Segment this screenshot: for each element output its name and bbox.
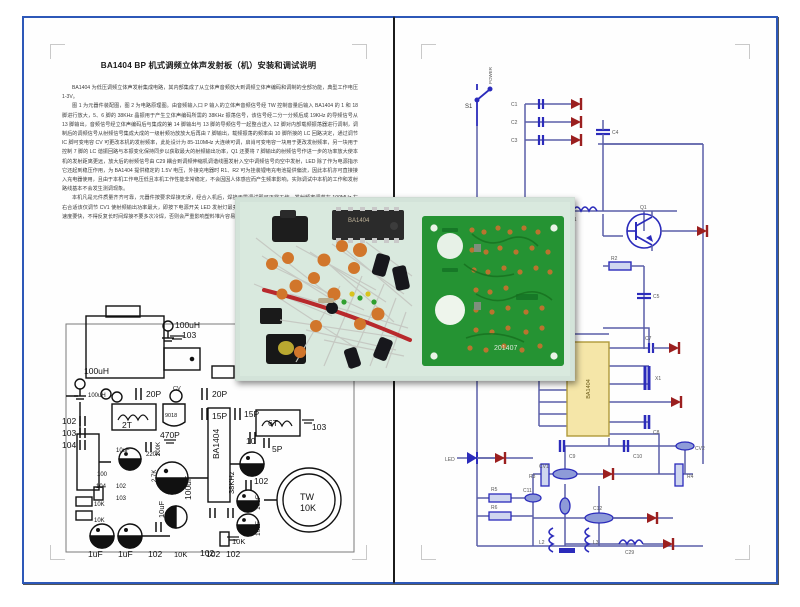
schematic-ic-label: BA1404 [586, 379, 592, 399]
svg-text:C3: C3 [511, 138, 518, 144]
label-cap-5p-b: 5P [272, 444, 283, 454]
body-paragraph-3: 本机凡是元件质量齐齐可靠，元器件按要求焊接无误，经合入机后，焊接无需调试即可正常… [62, 195, 358, 220]
svg-text:L2: L2 [539, 540, 545, 546]
crop-mark-bottom-right [352, 545, 367, 560]
label-cap-102b: 102 [116, 484, 127, 490]
label-cap-103d: 103 [312, 422, 326, 432]
crop-mark-top-right-right-page [735, 44, 750, 59]
svg-text:C2: C2 [511, 120, 518, 126]
label-cap-103a: 103 [182, 330, 196, 340]
crop-mark-bottom-left-right-page [421, 545, 436, 560]
kit-photo-overlay: 201407 [235, 197, 575, 381]
svg-text:X1: X1 [655, 376, 661, 382]
label-cap-103b: 103 [62, 428, 76, 438]
pcb-marking: 201407 [494, 345, 517, 352]
label-cap-15p-b: 15P [244, 409, 259, 419]
label-res-220k: 220K [146, 452, 160, 458]
label-inductor-left: 100uH [84, 366, 109, 376]
label-res-27k: 2.7K [152, 470, 158, 482]
label-cap-102f: 102 [254, 476, 268, 486]
label-pot-tw: TW [300, 492, 314, 502]
schematic-ic-body: BA1404 [566, 341, 610, 437]
label-cap-102e: 102 [226, 549, 240, 559]
svg-text:C5: C5 [653, 294, 660, 300]
label-cap-104b: 104 [96, 484, 107, 490]
label-cap-1uf-b: 1uF [118, 549, 133, 559]
svg-text:C11: C11 [523, 488, 532, 494]
photo-components: BA1404 [253, 207, 413, 369]
label-cap-102a: 102 [62, 416, 76, 426]
label-cap-20p-a: 20P [146, 389, 161, 399]
label-cap-104a: 104 [62, 440, 76, 450]
label-trimmer-cv: CV [173, 386, 181, 392]
label-cap-102d: 102 [206, 549, 220, 559]
svg-text:CV1: CV1 [539, 464, 549, 470]
label-inductor-top: 100uH [175, 320, 200, 330]
label-inductor-small: 100uH [88, 393, 106, 399]
label-coil-2t: 2T [122, 420, 132, 430]
label-cap-10uf-c: 10uF [255, 495, 262, 510]
svg-text:Q1: Q1 [640, 205, 647, 211]
figure-circuit-schematic: S1 POWER [413, 66, 761, 558]
label-cap-100uf: 100uF [183, 476, 193, 500]
svg-text:C10: C10 [633, 454, 642, 460]
label-cap-1uf-a: 1uF [88, 549, 103, 559]
svg-text:LED: LED [445, 457, 455, 463]
label-res-10k-a: 10K [94, 502, 105, 508]
label-res-10b: 10 [246, 436, 256, 446]
document-title: BA1404 BP 机式调频立体声发射板（机）安装和调试说明 [100, 61, 317, 70]
svg-text:C1: C1 [511, 102, 518, 108]
svg-text:C12: C12 [593, 506, 602, 512]
label-res-10k-d: 10K [232, 537, 245, 546]
label-res-10k-b: 10K [94, 518, 105, 524]
label-cap-102c: 102 [148, 549, 162, 559]
svg-text:R5: R5 [491, 487, 498, 493]
crop-mark-top-left-right-page [421, 44, 436, 59]
crop-mark-bottom-right-right-page [735, 545, 750, 560]
photo-ic-marking: BA1404 [348, 218, 370, 224]
svg-text:C29: C29 [625, 550, 634, 556]
svg-text:C9: C9 [569, 454, 576, 460]
photo-pcb: 201407 [422, 216, 564, 366]
svg-text:R2: R2 [611, 256, 618, 262]
label-cap-10uf-a: 10uF [116, 448, 130, 454]
label-xtal-38khz: 38KHz [227, 471, 236, 494]
label-cap-10uf-b: 10uF [157, 500, 166, 518]
crop-mark-bottom-left [50, 545, 65, 560]
label-transistor-9018: 9018 [165, 413, 177, 419]
svg-text:C4: C4 [612, 130, 619, 136]
crop-mark-top-left [50, 44, 65, 59]
crop-mark-top-right [352, 44, 367, 59]
label-cap-20p-b: 20P [212, 389, 227, 399]
label-cap-103c: 103 [116, 496, 127, 502]
svg-text:CV2: CV2 [695, 446, 705, 452]
svg-text:R4: R4 [687, 474, 694, 480]
label-pot-tw-value: 10K [300, 503, 316, 513]
label-cap-10uf-d: 10uF [255, 521, 262, 536]
svg-text:L3: L3 [593, 540, 599, 546]
label-cap-100a: 100 [97, 472, 108, 478]
svg-text:C8: C8 [653, 430, 660, 436]
svg-text:POWER: POWER [488, 66, 493, 84]
figure-component-layout: 100uH 100uH 100uH 103 5P 10 20P 20P 15P … [60, 304, 360, 560]
label-coil-6t: 6T [268, 418, 278, 428]
svg-text:R6: R6 [491, 505, 498, 511]
svg-text:R3: R3 [529, 474, 536, 480]
document-body: BA1404 为低压调频立体声发射集成电路，其内部集成了从立体声音频放大到调频立… [62, 84, 358, 222]
label-ic-ba1404: BA1404 [211, 428, 221, 459]
label-cap-102g: 102 [200, 548, 214, 558]
body-paragraph-1: BA1404 为低压调频立体声发射集成电路，其内部集成了从立体声音频放大到调频立… [62, 85, 358, 101]
label-res-100k: 100K [156, 442, 162, 456]
svg-text:C7: C7 [645, 336, 652, 342]
svg-text:S1: S1 [465, 104, 473, 110]
body-paragraph-2: 图 1 为元器件装配图，图 2 为电路原理图。由音频输入口 P 输入的立体声音频… [62, 103, 358, 193]
label-cap-15p-a: 15P [212, 411, 227, 421]
label-res-10k-c: 10K [174, 550, 187, 559]
label-cap-470p: 470P [160, 430, 180, 440]
